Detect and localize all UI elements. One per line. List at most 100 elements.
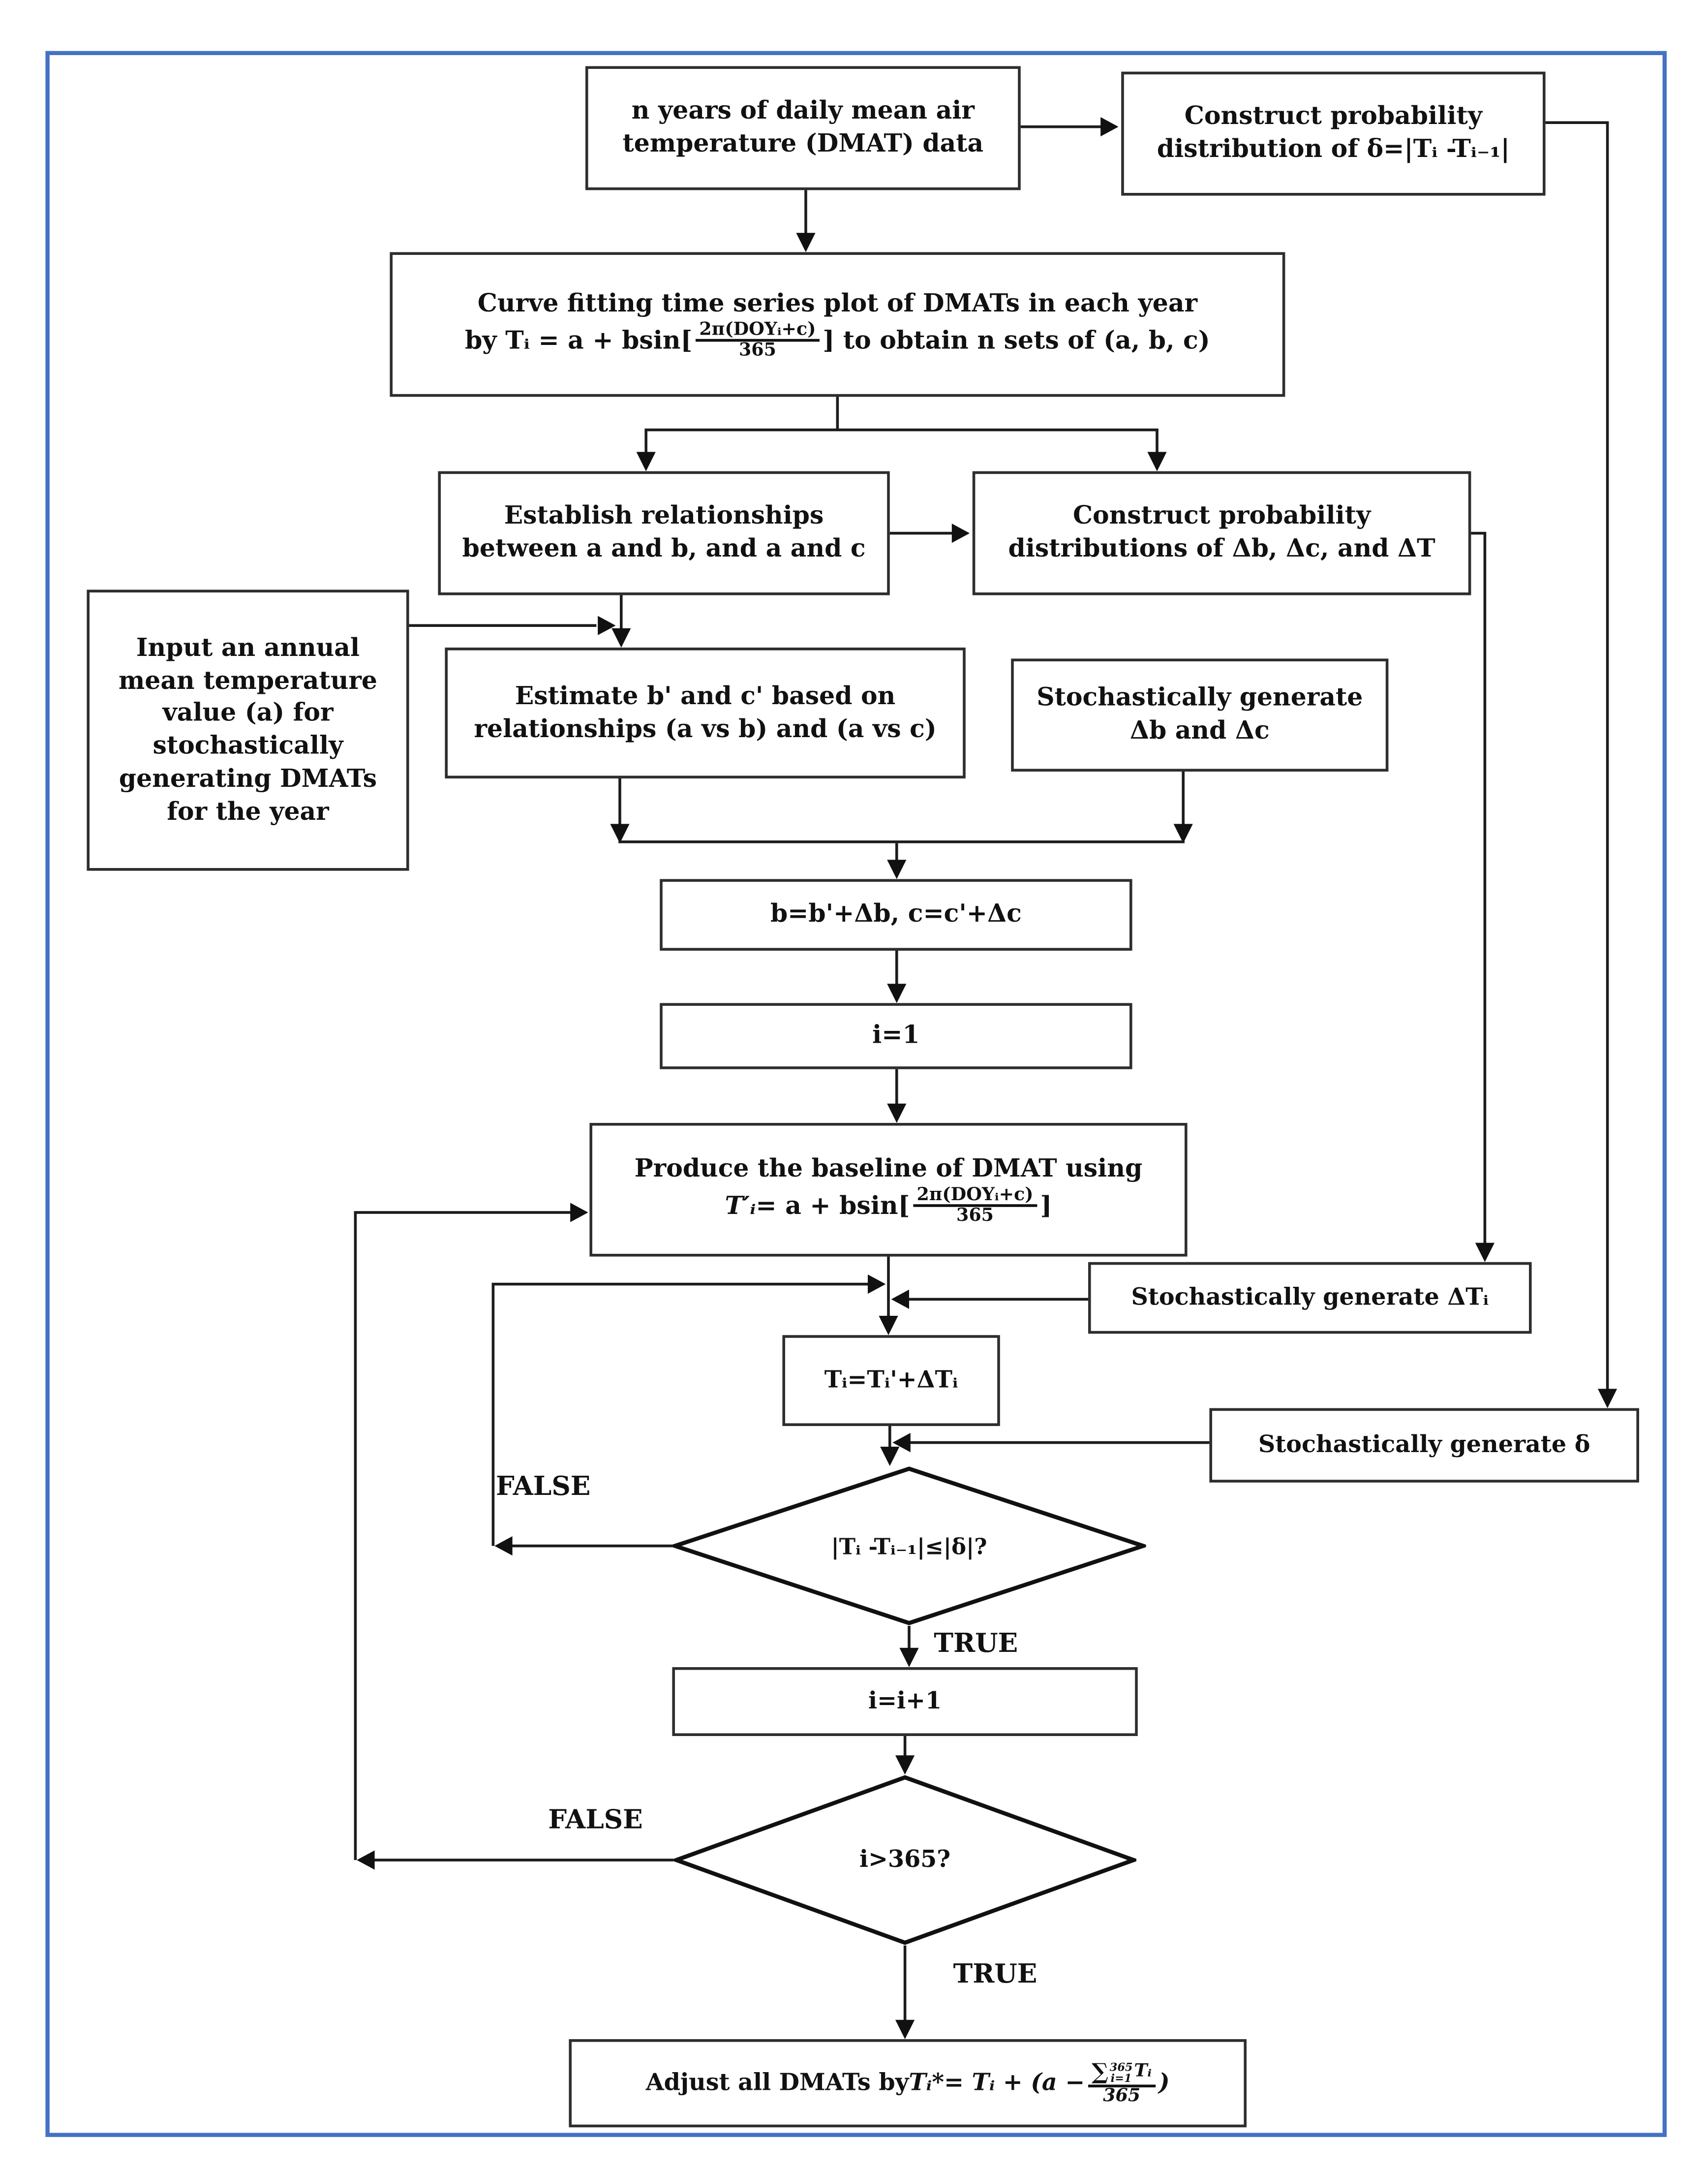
decision-text: |Tᵢ -Tᵢ₋₁|≤|δ|? <box>831 1533 987 1559</box>
arrowhead-right <box>868 1274 886 1294</box>
node-text: b=b'+Δb, c=c'+Δc <box>770 900 1022 929</box>
node-assign-ti: Tᵢ=Tᵢ'+ΔTᵢ <box>782 1335 1000 1426</box>
connector-line <box>1156 430 1159 454</box>
node-init-i: i=1 <box>660 1003 1132 1069</box>
node-text: Input an annual mean temperature value (… <box>118 633 377 826</box>
connector-line <box>888 1426 891 1448</box>
sigma-symbol: ∑ <box>1092 2058 1108 2084</box>
connector-line <box>1606 123 1609 1391</box>
arrowhead-down <box>1173 824 1193 843</box>
fraction-numerator: 2π(DOYᵢ+c) <box>695 320 820 342</box>
node-curve-fitting: Curve fitting time series plot of DMATs … <box>390 252 1285 397</box>
connector-line <box>510 1544 672 1548</box>
node-construct-dbdc-distributions: Construct probability distributions of Δ… <box>972 471 1471 595</box>
diamond-shape <box>673 1775 1136 1945</box>
connector-line <box>895 1069 898 1105</box>
connector-line <box>644 428 1159 432</box>
node-estimate-b-c: Estimate b' and c' based on relationship… <box>445 648 966 778</box>
node-stoch-generate-delta: Stochastically generate δ <box>1209 1408 1639 1483</box>
arrowhead-left <box>357 1850 375 1870</box>
connector-line <box>644 430 647 454</box>
formula-suffix: ] to obtain n sets of (a, b, c) <box>823 326 1210 355</box>
node-text: n years of daily mean air temperature (D… <box>622 96 984 158</box>
node-text: i=1 <box>872 1021 920 1050</box>
decision-text: i>365? <box>859 1846 951 1874</box>
connector-line <box>908 1626 911 1649</box>
node-input-annual-mean: Input an annual mean temperature value (… <box>87 590 409 871</box>
diamond-shape <box>672 1466 1146 1625</box>
connector-line <box>895 843 898 861</box>
connector-line <box>354 1211 572 1214</box>
formula-variable: Tᵢ* <box>909 2069 945 2097</box>
formula-mid: = Tᵢ + (a − <box>944 2069 1085 2097</box>
arrowhead-left <box>494 1536 513 1556</box>
fraction-denominator: 365 <box>1103 2085 1141 2107</box>
label-true-365: TRUE <box>953 1959 1037 1990</box>
node-text: Stochastically generate δ <box>1258 1431 1590 1459</box>
sum-lower-limit: i=1 <box>1110 2071 1132 2085</box>
node-n-years-dmat-data: n years of daily mean air temperature (D… <box>585 66 1021 190</box>
label-true-delta: TRUE <box>934 1628 1018 1659</box>
arrowhead-left <box>891 1289 909 1309</box>
connector-line <box>903 1945 907 2021</box>
fraction: 2π(DOYᵢ+c)365 <box>913 1186 1037 1226</box>
node-formula: T′ᵢ = a + bsin[2π(DOYᵢ+c)365] <box>725 1186 1052 1226</box>
connector-line <box>618 778 621 826</box>
fraction-denominator: 365 <box>738 341 776 362</box>
connector-line <box>372 1859 674 1862</box>
connector-line <box>618 840 1185 843</box>
arrowhead-right <box>598 616 616 635</box>
connector-line <box>1545 121 1609 124</box>
arrowhead-down <box>610 824 630 843</box>
node-text: Estimate b' and c' based on relationship… <box>474 682 937 744</box>
connector-line <box>409 624 597 627</box>
node-text: Stochastically generate Δb and Δc <box>1037 683 1363 745</box>
node-formula: by Tᵢ = a + bsin[2π(DOYᵢ+c)365] to obtai… <box>465 320 1210 362</box>
formula-lead: Adjust all DMATs by <box>645 2069 909 2097</box>
sum-upper-limit: 365 <box>1109 2060 1133 2074</box>
connector-line <box>804 190 807 236</box>
sum-variable: Tᵢ <box>1134 2061 1152 2082</box>
arrowhead-down <box>895 2019 915 2039</box>
arrowhead-down <box>895 1755 915 1775</box>
node-stoch-generate-dti: Stochastically generate ΔTᵢ <box>1088 1262 1532 1334</box>
arrowhead-down <box>796 233 816 252</box>
connector-line <box>1182 772 1185 826</box>
arrowhead-left <box>892 1433 911 1453</box>
node-text-line1: Curve fitting time series plot of DMATs … <box>477 289 1198 318</box>
node-text: Tᵢ=Tᵢ'+ΔTᵢ <box>824 1366 958 1394</box>
node-produce-baseline: Produce the baseline of DMAT using T′ᵢ =… <box>589 1123 1188 1257</box>
connector-line <box>889 531 955 535</box>
arrowhead-down <box>887 1103 907 1123</box>
node-construct-delta-distribution: Construct probability distribution of δ=… <box>1121 71 1546 196</box>
connector-line <box>491 1284 495 1546</box>
connector-line <box>887 1256 890 1317</box>
connector-line <box>909 1441 1210 1444</box>
arrowhead-down <box>636 452 656 471</box>
arrowhead-down <box>887 984 907 1003</box>
node-text: Establish relationships between a and b,… <box>462 501 866 564</box>
formula-prefix: by Tᵢ = a + bsin[ <box>465 326 693 355</box>
fraction-numerator: 2π(DOYᵢ+c) <box>913 1186 1037 1208</box>
node-text: Stochastically generate ΔTᵢ <box>1131 1283 1489 1311</box>
fraction: 2π(DOYᵢ+c)365 <box>695 320 820 362</box>
node-adjust-dmats: Adjust all DMATs by Tᵢ* = Tᵢ + (a − ∑365… <box>569 2039 1247 2128</box>
arrowhead-down <box>1475 1242 1494 1262</box>
node-establish-relationships: Establish relationships between a and b,… <box>438 471 890 595</box>
decision-delta-check: |Tᵢ -Tᵢ₋₁|≤|δ|? <box>672 1466 1146 1626</box>
node-text: Construct probability distributions of Δ… <box>1008 501 1435 564</box>
arrowhead-down <box>1147 452 1167 471</box>
arrowhead-down <box>879 1316 898 1335</box>
arrowhead-down <box>887 860 907 879</box>
connector-line <box>895 951 898 985</box>
arrowhead-down <box>899 1647 919 1667</box>
node-text: Construct probability distribution of δ=… <box>1157 102 1510 164</box>
label-false-365: FALSE <box>548 1805 643 1835</box>
connector-line <box>1471 531 1487 535</box>
node-formula: Adjust all DMATs by Tᵢ* = Tᵢ + (a − ∑365… <box>645 2058 1170 2107</box>
connector-line <box>908 1298 1088 1301</box>
